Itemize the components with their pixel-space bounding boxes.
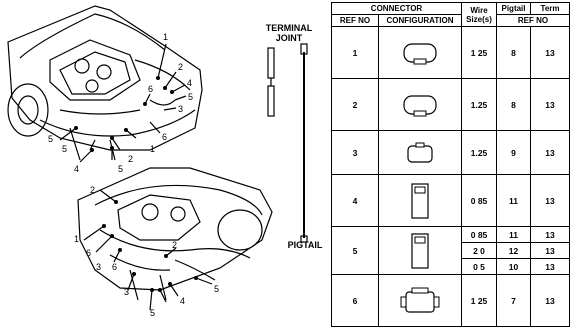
table-row: 6 1 25 7 13 — [331, 274, 571, 327]
callout-4b: 4 — [74, 164, 79, 174]
callout-4: 4 — [187, 78, 192, 88]
engine-illustration-panel: 1 2 4 5 3 6 6 1 5 5 4 5 2 2 1 6 3 6 3 5 … — [7, 5, 323, 318]
pigtail-cell: 8 — [496, 78, 532, 131]
term-header: Term — [530, 2, 571, 15]
callout-6d: 6 — [112, 262, 117, 272]
wire-cell: 1 25 — [461, 274, 498, 327]
connector-header: CONNECTOR — [330, 2, 463, 15]
callout-4c: 4 — [180, 296, 185, 306]
wire-header-line1: Wire — [470, 5, 488, 15]
wire-cell: 2 0 — [461, 242, 498, 259]
callout-2d: 2 — [172, 240, 177, 250]
term-cell: 13 — [530, 242, 571, 259]
callout-3: 3 — [178, 104, 183, 114]
pigtail-cell: 9 — [496, 130, 532, 175]
table-row: 0 5 10 13 — [332, 258, 571, 275]
flanged-box-connector-icon — [400, 287, 440, 313]
configuration-cell — [377, 274, 463, 327]
callout-1b: 1 — [150, 144, 155, 154]
callout-2b: 2 — [128, 154, 133, 164]
callout-6: 6 — [148, 84, 153, 94]
table-row: 3 1.25 9 13 — [331, 130, 571, 175]
configuration-cell — [377, 226, 463, 275]
ref-cell: 5 — [331, 226, 379, 275]
wire-cell: 1.25 — [461, 130, 498, 175]
term-cell: 13 — [530, 130, 571, 175]
tall-box-connector-icon — [411, 232, 429, 269]
callout-5e: 5 — [150, 308, 155, 318]
ref-no-header: REF NO — [331, 14, 379, 27]
configuration-cell — [377, 26, 463, 79]
callout-5b: 5 — [48, 134, 53, 144]
pigtail-cell: 11 — [496, 226, 532, 243]
ref-cell: 1 — [331, 26, 379, 79]
ref-no-header-2: REF NO — [496, 14, 571, 27]
callout-1c: 1 — [74, 234, 79, 244]
callout-3c: 3 — [124, 287, 129, 297]
callout-6c: 6 — [86, 248, 91, 258]
rounded-tab-connector-icon — [403, 42, 437, 64]
term-cell: 13 — [530, 174, 571, 227]
configuration-cell — [377, 130, 463, 175]
callout-5d: 5 — [118, 164, 123, 174]
ref-cell: 3 — [331, 130, 379, 175]
callout-5: 5 — [188, 92, 193, 102]
terminal-joint-label: TERMINAL JOINT — [265, 23, 313, 43]
ref-cell: 4 — [331, 174, 379, 227]
ref-cell: 2 — [331, 78, 379, 131]
callout-5f: 5 — [214, 284, 219, 294]
callout-5c: 5 — [62, 144, 67, 154]
pigtail-cell: 12 — [496, 242, 532, 259]
pigtail-cell: 10 — [496, 258, 532, 275]
engine-bay-illustration: 1 2 4 5 3 6 6 1 5 5 4 5 2 2 1 6 3 6 3 5 … — [7, 5, 308, 318]
table-row: 1 1 25 8 13 — [331, 26, 571, 79]
ref-cell: 6 — [331, 274, 379, 327]
term-cell: 13 — [530, 78, 571, 131]
pigtail-label: PIGTAIL — [287, 240, 323, 250]
table-row: 2 0 12 13 — [332, 242, 571, 259]
table-row: 4 0 85 11 13 — [331, 174, 571, 227]
term-cell: 13 — [530, 26, 571, 79]
table-row: 2 1.25 8 13 — [331, 78, 571, 131]
callout-6b: 6 — [162, 132, 167, 142]
callout-1: 1 — [163, 32, 168, 42]
tall-box-connector-icon — [411, 182, 429, 219]
wire-cell: 0 5 — [461, 258, 498, 275]
table-row: 5 0 85 11 13 — [331, 226, 571, 275]
pigtail-cell: 7 — [496, 274, 532, 327]
rounded-tab-connector-icon — [403, 94, 437, 116]
callout-2c: 2 — [90, 185, 95, 195]
configuration-cell — [377, 78, 463, 131]
configuration-header: CONFIGURATION — [377, 14, 463, 27]
wire-header-line2: Size(s) — [466, 14, 492, 24]
pigtail-cell: 11 — [496, 174, 532, 227]
pigtail-cell: 8 — [496, 26, 532, 79]
term-cell: 13 — [530, 274, 571, 327]
pigtail-header: Pigtail — [496, 2, 532, 15]
callout-2: 2 — [178, 62, 183, 72]
configuration-cell — [377, 174, 463, 227]
wire-cell: 1 25 — [461, 26, 498, 79]
wire-cell: 0 85 — [461, 174, 498, 227]
term-cell: 13 — [530, 258, 571, 275]
wire-cell: 0 85 — [461, 226, 498, 243]
callout-3b: 3 — [96, 262, 101, 272]
small-box-connector-icon — [407, 142, 433, 163]
wire-cell: 1.25 — [461, 78, 498, 131]
term-cell: 13 — [530, 226, 571, 243]
